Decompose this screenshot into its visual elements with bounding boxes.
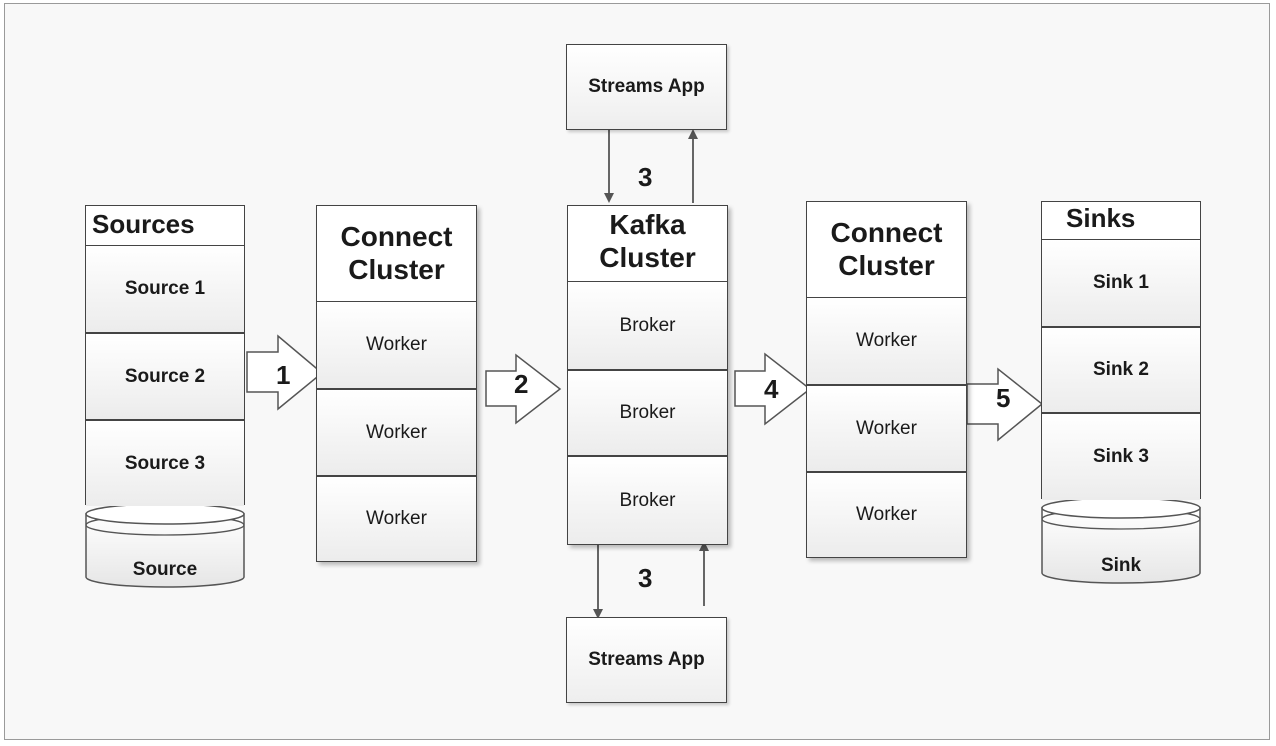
source-1: Source 1 <box>86 246 244 332</box>
step-1-label: 1 <box>276 360 291 390</box>
connect-left-title: Connect Cluster <box>317 206 476 302</box>
connect-right-title-line2: Cluster <box>838 250 935 281</box>
connect-right-worker-1: Worker <box>807 298 966 384</box>
kafka-title: Kafka Cluster <box>568 206 727 282</box>
source-2: Source 2 <box>86 332 244 419</box>
connect-right-title-line1: Connect <box>830 217 943 248</box>
flow-arrow-5 <box>966 367 1044 442</box>
step-5-label: 5 <box>996 383 1011 413</box>
connect-right-worker-3: Worker <box>807 471 966 557</box>
flow-arrow-2 <box>485 353 562 425</box>
flow-arrow-4 <box>734 352 812 426</box>
connect-cluster-right: Connect Cluster Worker Worker Worker <box>806 201 967 558</box>
kafka-broker-3: Broker <box>568 455 727 544</box>
sink-database-icon <box>1041 497 1201 584</box>
streams-app-top: Streams App <box>566 44 727 130</box>
streams-app-bottom: Streams App <box>566 617 727 703</box>
sink-1: Sink 1 <box>1042 240 1200 326</box>
sources-stack: Sources Source 1 Source 2 Source 3 <box>85 205 245 506</box>
kafka-broker-2: Broker <box>568 369 727 455</box>
sinks-stack: Sinks Sink 1 Sink 2 Sink 3 <box>1041 201 1201 500</box>
source-database-label: Source <box>132 559 198 580</box>
connect-right-title: Connect Cluster <box>807 202 966 298</box>
connect-left-title-line1: Connect <box>340 221 453 252</box>
sinks-title: Sinks <box>1042 202 1200 240</box>
connect-left-worker-3: Worker <box>317 475 476 561</box>
kafka-cluster: Kafka Cluster Broker Broker Broker <box>567 205 728 545</box>
connect-left-worker-2: Worker <box>317 388 476 475</box>
step-2-label: 2 <box>514 369 529 399</box>
step-4-label: 4 <box>764 374 779 404</box>
sink-3: Sink 3 <box>1042 412 1200 500</box>
source-database-icon <box>85 503 245 588</box>
source-3: Source 3 <box>86 419 244 506</box>
sink-database-label: Sink <box>1100 555 1142 576</box>
connect-cluster-left: Connect Cluster Worker Worker Worker <box>316 205 477 562</box>
kafka-title-line2: Cluster <box>599 242 696 273</box>
kafka-broker-1: Broker <box>568 282 727 369</box>
connect-right-worker-2: Worker <box>807 384 966 471</box>
sink-2: Sink 2 <box>1042 326 1200 412</box>
flow-arrow-1 <box>246 334 324 411</box>
step-3-bottom-label: 3 <box>638 563 653 593</box>
kafka-title-line1: Kafka <box>609 209 686 240</box>
step-3-top-label: 3 <box>638 162 653 192</box>
sources-title: Sources <box>86 206 244 246</box>
connect-left-title-line2: Cluster <box>348 254 445 285</box>
connect-left-worker-1: Worker <box>317 302 476 388</box>
